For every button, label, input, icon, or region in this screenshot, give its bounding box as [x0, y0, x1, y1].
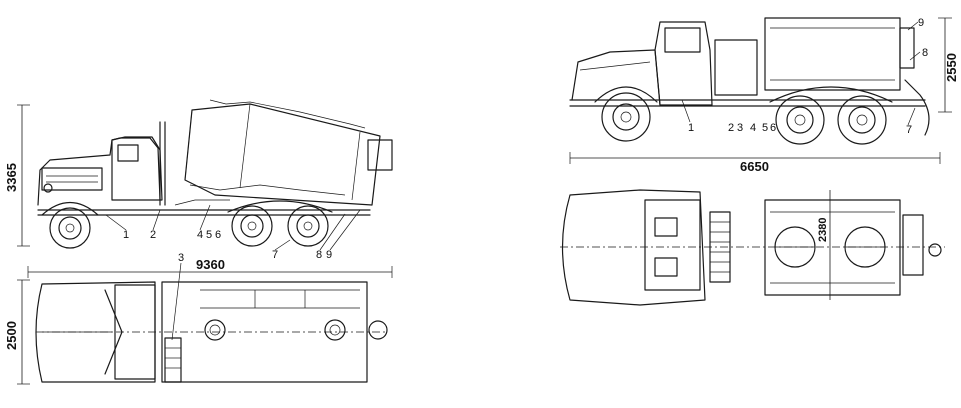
truck-b-top-view [560, 189, 945, 306]
callouts-b: 1 2 3 4 5 6 7 8 9 [681, 17, 928, 136]
callout-b-2: 2 [728, 122, 734, 134]
callout-a-3: 3 [178, 252, 184, 264]
dim-width-b: 2380 [817, 218, 829, 242]
truck-a-top-view [17, 266, 393, 385]
truck-a-side-view [17, 99, 393, 249]
callout-b-6: 6 [770, 122, 776, 134]
callout-b-8: 8 [922, 47, 928, 59]
callout-a-8: 8 [316, 249, 322, 261]
callout-a-5: 5 [206, 229, 212, 241]
dim-length-b: 6650 [740, 159, 769, 174]
callout-b-5: 5 [762, 122, 768, 134]
callout-a-2: 2 [150, 229, 156, 241]
dim-width-a: 2500 [4, 321, 19, 350]
callouts-a: 1 2 4 5 6 7 8 9 [105, 204, 361, 261]
dim-height-a: 3365 [4, 163, 19, 192]
dim-height-b: 2550 [944, 53, 959, 82]
callout-a-9: 9 [326, 249, 332, 261]
callout-b-9: 9 [918, 17, 924, 29]
dim-length-a: 9360 [196, 257, 225, 272]
callout-b-1: 1 [688, 122, 694, 134]
callout-a-7: 7 [272, 249, 278, 261]
callout-a-6: 6 [215, 229, 221, 241]
callout-a-4: 4 [197, 229, 203, 241]
callout-b-4: 4 [750, 122, 756, 134]
callout-a-1: 1 [123, 229, 129, 241]
callout-b-3: 3 [737, 122, 743, 134]
truck-b-side-view [569, 17, 952, 164]
callout-b-7: 7 [906, 124, 912, 136]
